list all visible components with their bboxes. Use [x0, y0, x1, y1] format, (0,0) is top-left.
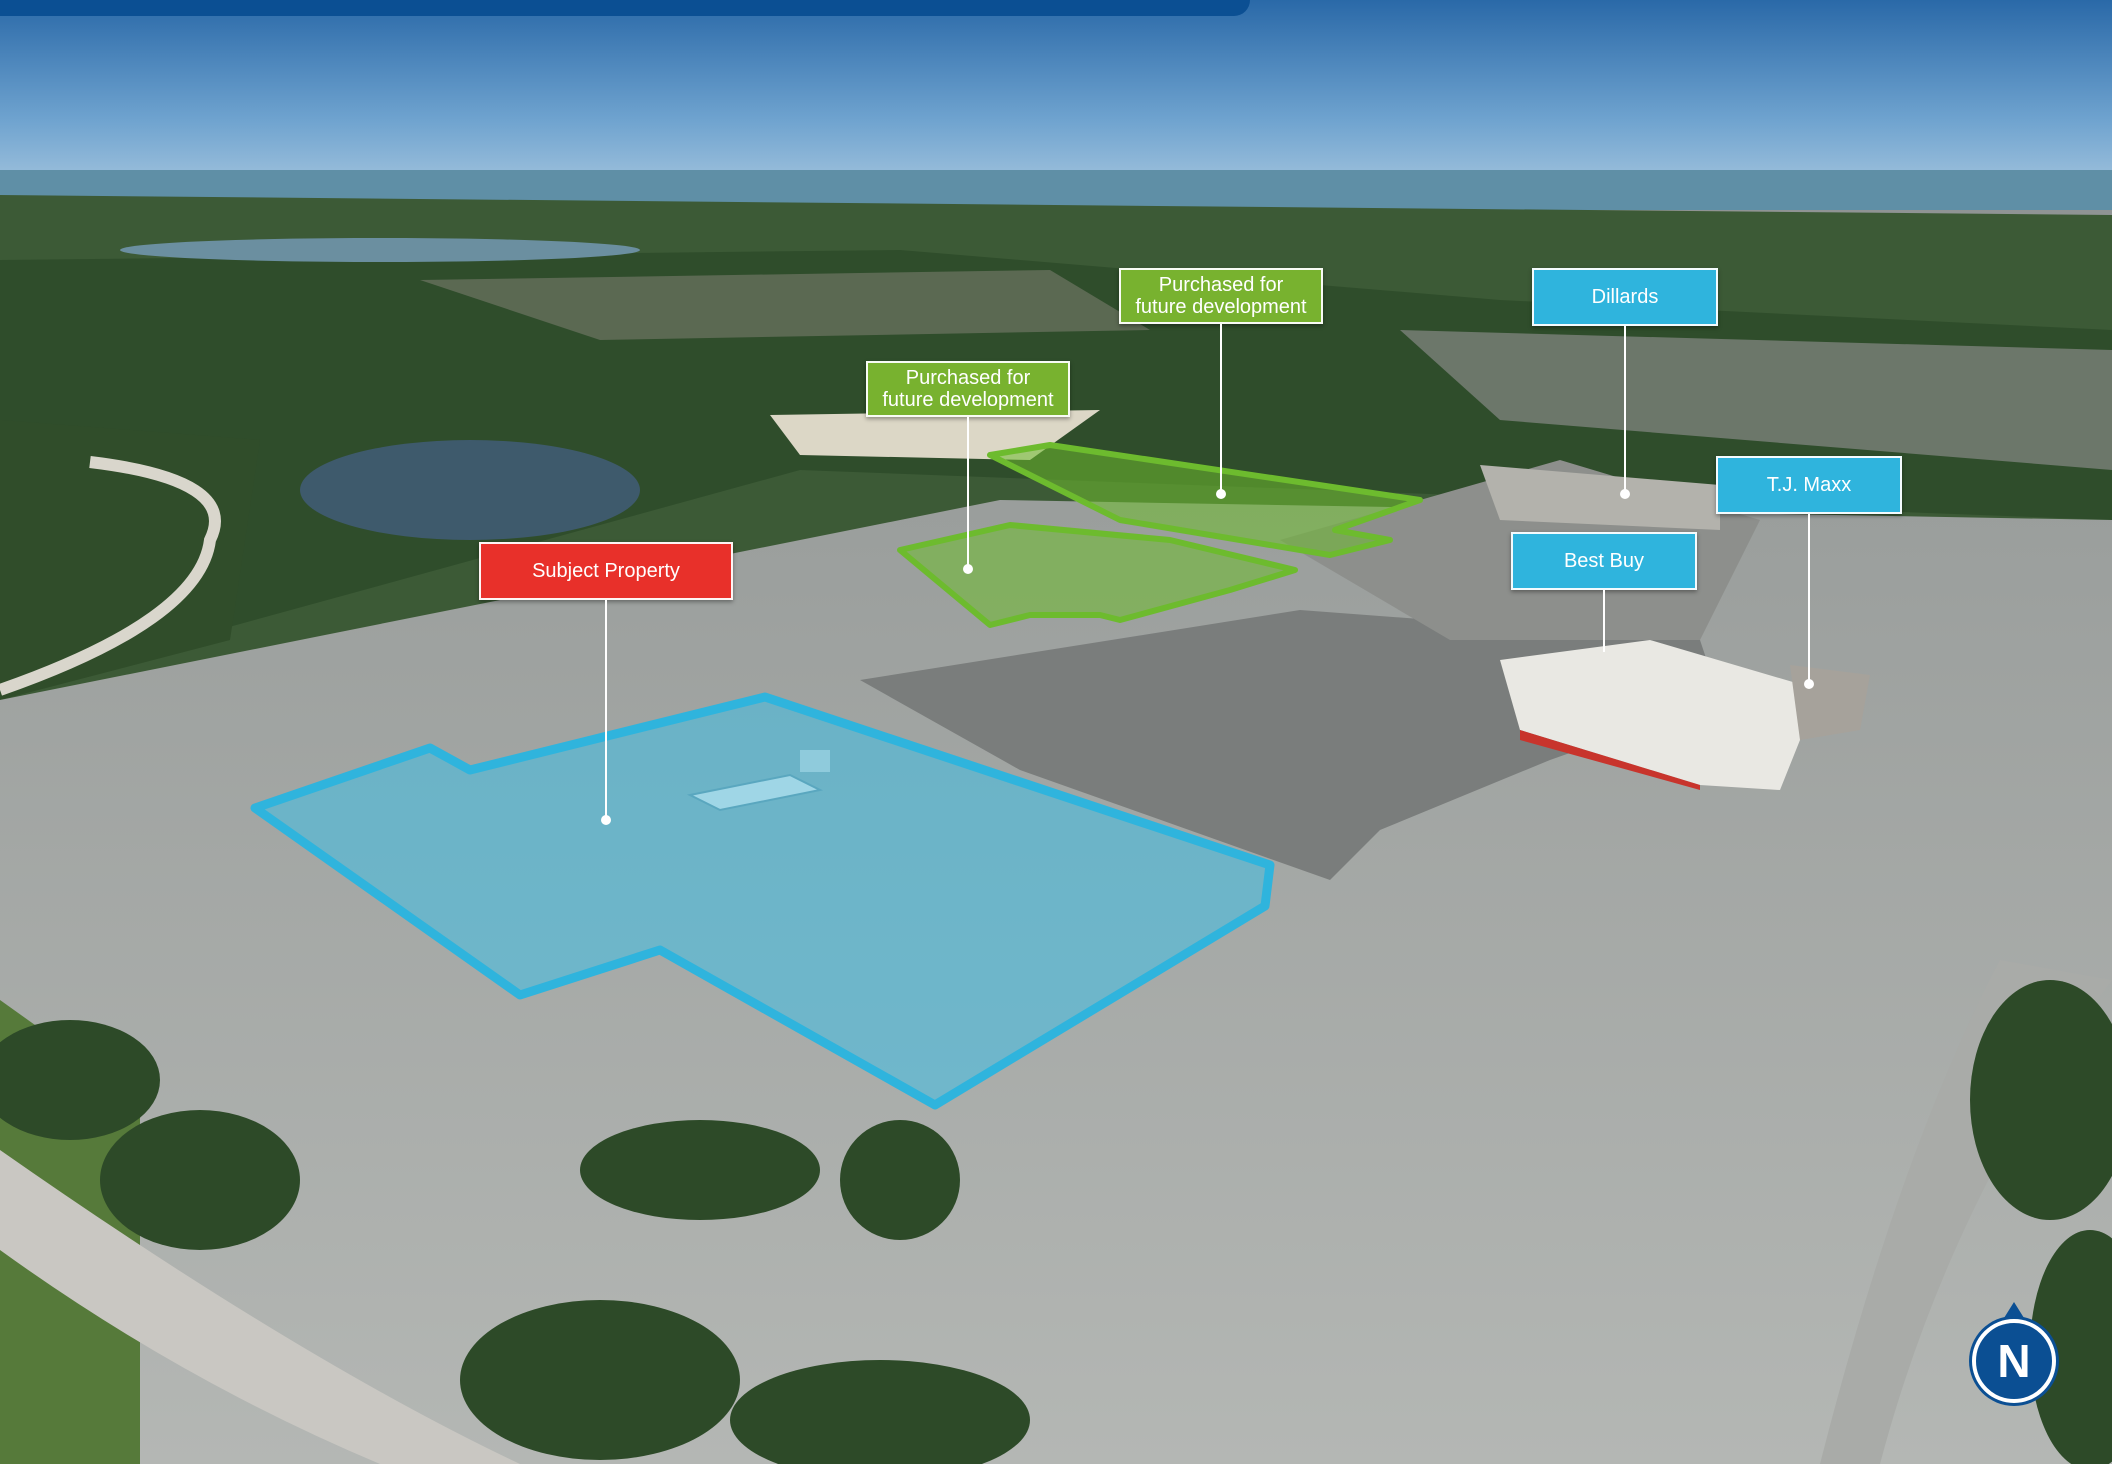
residential-area: [420, 270, 1150, 340]
sky: [0, 0, 2112, 200]
compass-letter: N: [1997, 1335, 2031, 1387]
best-buy-leader: [1603, 590, 1605, 652]
subject-property-hvac: [800, 750, 830, 772]
subject-property-roof-unit: [686, 773, 824, 812]
north-arrow-indicator: [2004, 1302, 2024, 1318]
tj-maxx-pin: [1804, 679, 1814, 689]
future-development-pin-2: [963, 564, 973, 574]
curved-road: [0, 456, 221, 696]
best-buy-label: Best Buy: [1511, 532, 1697, 590]
subject-property-pin: [601, 815, 611, 825]
subject-property-label: Subject Property: [479, 542, 733, 600]
dillards-building: [1480, 465, 1720, 530]
future-development-leader-2: [967, 417, 969, 569]
future-development-parcel-2: [897, 522, 1298, 628]
compass-north-icon: N: [1972, 1319, 2056, 1403]
dillards-pin: [1620, 489, 1630, 499]
header-bar: [0, 0, 1250, 16]
tree-clusters: [0, 980, 2112, 1464]
future-development-label-2: Purchased for future development: [866, 361, 1070, 417]
town-east: [1400, 330, 2112, 470]
dillards-leader: [1624, 326, 1626, 494]
future-development-parcel-1: [987, 442, 1423, 558]
best-buy-facade: [1520, 730, 1700, 790]
future-development-label-1: Purchased for future development: [1119, 268, 1323, 324]
future-development-leader-1: [1220, 324, 1222, 494]
tj-maxx-leader: [1808, 514, 1810, 684]
tj-maxx-label: T.J. Maxx: [1716, 456, 1902, 514]
subject-property-leader: [605, 600, 607, 820]
distant-water: [120, 238, 640, 262]
dillards-label: Dillards: [1532, 268, 1718, 326]
lake: [300, 440, 640, 540]
best-buy-building: [1500, 640, 1820, 790]
tj-maxx-building: [1790, 665, 1870, 740]
front-road: [0, 1150, 520, 1464]
subject-property-parcel: [250, 692, 1275, 1110]
future-development-pin-1: [1216, 489, 1226, 499]
